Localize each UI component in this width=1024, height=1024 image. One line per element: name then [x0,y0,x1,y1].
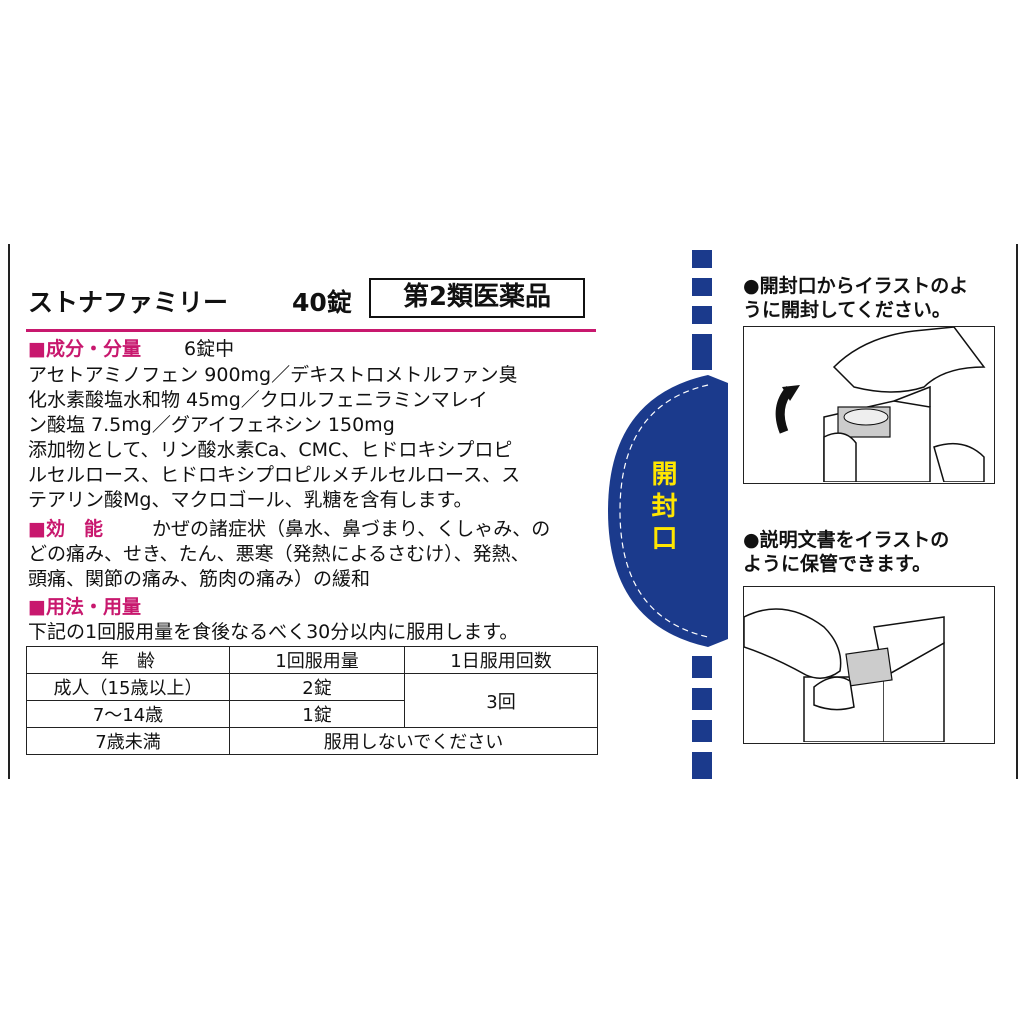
panel-right-edge [1016,244,1018,779]
perforation-mark [692,656,712,678]
tablet-count: 40錠 [292,288,352,317]
perforation-mark [692,720,712,742]
ingredient-line: ン酸塩 7.5mg／グアイフェネシン 150mg [28,414,395,436]
table-cell-age: 7～14歳 [26,700,230,728]
opening-tab[interactable] [608,375,728,647]
drug-class-badge: 第2類医薬品 [369,278,585,318]
table-cell-age: 成人（15歳以上） [26,673,230,701]
instruction-note-2: ●説明文書をイラストの ように保管できます。 [743,529,950,575]
table-cell-dose: 2錠 [229,673,405,701]
effect-line: 頭痛、関節の痛み、筋肉の痛み）の緩和 [28,568,371,590]
ingredients-heading: ■成分・分量 [28,338,141,360]
header-daily: 1日服用回数 [404,646,598,674]
perforation-mark [692,250,712,268]
perforation-mark [692,278,712,296]
perforation-mark [692,334,712,370]
table-row: 7～14歳 1錠 [26,700,598,728]
perforation-mark [692,688,712,710]
table-row: 成人（15歳以上） 2錠 3回 [26,673,598,728]
ingredient-line: テアリン酸Mg、マクロゴール、乳糖を含有します。 [28,489,473,511]
effect-heading: ■効 能 [28,518,103,540]
opening-illustration [743,326,995,484]
table-cell-daily: 3回 [404,673,598,728]
instruction-note-1: ●開封口からイラストのよ うに開封してください。 [743,275,969,321]
table-cell-dose: 1錠 [229,700,405,728]
dosage-table: 年 齢 1回服用量 1日服用回数 成人（15歳以上） 2錠 3回 7～14歳 1… [26,646,598,755]
effect-line: かぜの諸症状（鼻水、鼻づまり、くしゃみ、の [152,518,551,540]
ingredient-line: ルセルロース、ヒドロキシプロピルメチルセルロース、ス [28,464,521,486]
opening-label: 開封口 [647,460,677,556]
panel-left-edge [8,244,10,779]
table-header-row: 年 齢 1回服用量 1日服用回数 [26,646,598,674]
storage-illustration [743,586,995,744]
header-age: 年 齢 [26,646,230,674]
table-cell-note: 服用しないでください [229,727,598,755]
ingredient-line: 添加物として、リン酸水素Ca、CMC、ヒドロキシプロピ [28,439,513,461]
table-row: 7歳未満 服用しないでください [26,727,598,755]
perforation-mark [692,306,712,324]
usage-heading: ■用法・用量 [28,596,141,618]
ingredient-line: 化水素酸塩水和物 45mg／クロルフェニラミンマレイ [28,389,488,411]
effect-line: どの痛み、せき、たん、悪寒（発熱によるさむけ）、発熱、 [28,543,530,565]
product-name: ストナファミリー [28,288,229,317]
ingredient-line: アセトアミノフェン 900mg／デキストロメトルファン臭 [28,364,518,386]
table-cell-age: 7歳未満 [26,727,230,755]
usage-line: 下記の1回服用量を食後なるべく30分以内に服用します。 [28,621,519,643]
header-dose: 1回服用量 [229,646,405,674]
perforation-mark [692,752,712,779]
ingredients-per: 6錠中 [184,338,235,360]
title-underline [26,329,596,332]
